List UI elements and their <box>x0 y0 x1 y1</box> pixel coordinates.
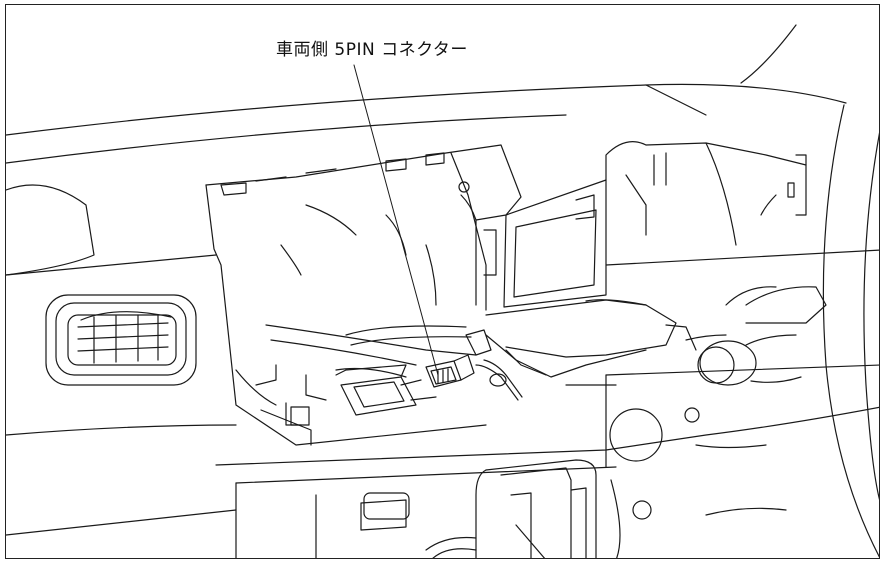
antenna-plug <box>465 329 547 401</box>
lower-console <box>235 407 787 558</box>
steering-wheel <box>822 104 879 558</box>
windshield-edge <box>6 24 847 164</box>
open-panel-cavity <box>205 141 807 446</box>
harness-connector-block <box>335 364 417 416</box>
front-shelf <box>485 299 697 378</box>
callout-leader-line <box>353 64 439 376</box>
dashboard-line-drawing <box>6 24 879 558</box>
right-air-vent-knob <box>685 286 827 386</box>
wire-harness <box>235 324 477 446</box>
connector-callout-label: 車両側 5PIN コネクター <box>276 40 468 60</box>
dash-panel-lines <box>6 249 879 536</box>
left-air-vent <box>6 184 197 386</box>
illustration-frame: 車両側 5PIN コネクター <box>5 4 880 559</box>
vehicle-5pin-connector <box>425 354 475 388</box>
